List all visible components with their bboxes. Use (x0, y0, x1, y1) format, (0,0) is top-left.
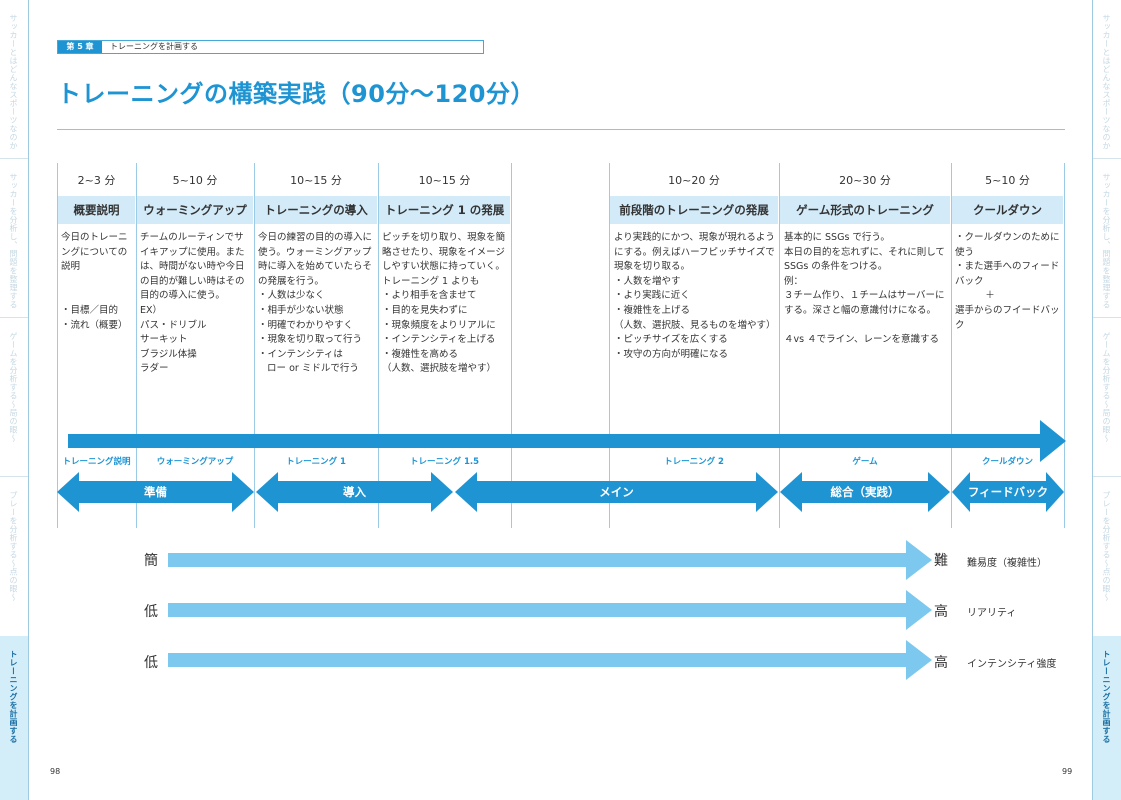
page-title: トレーニングの構築実践（90分～120分） (57, 80, 535, 108)
column-body: チームのルーティンでサ イキアップに使用。また は、時間がない時や今日 の目的が… (140, 232, 245, 375)
page-number-right: 99 (1062, 767, 1073, 776)
scale-end-label: 高 (934, 604, 948, 620)
left-chapter-index: サッカーとはどんなスポーツなのか サッカーを分析し、問題を整理する ゲームを分析… (0, 0, 28, 800)
column-line (378, 163, 379, 528)
scale-start-label: 低 (144, 604, 158, 620)
side-tab-1[interactable]: サッカーとはどんなスポーツなのか (0, 0, 28, 158)
chapter-number: 第 5 章 (58, 41, 102, 53)
phase-arrow: 総合（実践） (780, 472, 950, 512)
difficulty-arrow (168, 540, 932, 580)
side-tab-label: サッカーを分析し、問題を整理する (1102, 173, 1111, 309)
chapter-title: トレーニングを計画する (110, 42, 198, 51)
divider (0, 476, 28, 477)
side-tab-label: トレーニングを計画する (9, 650, 18, 744)
side-tab-4[interactable]: プレーを分析する〜点の眼〜 (1093, 477, 1121, 635)
side-tab-4[interactable]: プレーを分析する〜点の眼〜 (0, 477, 28, 635)
side-tab-label: プレーを分析する〜点の眼〜 (1102, 491, 1111, 602)
side-tab-5-active[interactable]: トレーニングを計画する (0, 636, 28, 800)
training-sublabel: トレーニング 1.5 (409, 457, 480, 467)
column-body: 基本的に SSGs で行う。 本日の目的を忘れずに、それに則して SSGs の条… (784, 232, 945, 346)
training-sublabel: ウォーミングアップ (156, 457, 234, 467)
column-line (1064, 163, 1065, 528)
column-header: クールダウン (952, 196, 1063, 224)
timeline-arrow (68, 420, 1066, 462)
column-header: ウォーミングアップ (137, 196, 253, 224)
column-line (779, 163, 780, 528)
column-line (57, 163, 58, 528)
column-body: ・クールダウンのために 使う ・また選手へのフィード バック ＋ 選手からのフイ… (955, 232, 1060, 331)
training-sublabel: トレーニング 1 (286, 457, 346, 467)
column-line (609, 163, 610, 528)
phase-label: 準備 (144, 485, 167, 499)
column-line (136, 163, 137, 528)
phase-arrow: 準備 (57, 472, 254, 512)
column-header: 概要説明 (58, 196, 135, 224)
phase-label: 総合（実践） (830, 485, 900, 499)
divider (1093, 158, 1121, 159)
side-tab-3[interactable]: ゲームを分析する〜局の眼〜 (1093, 318, 1121, 476)
side-tab-label: サッカーとはどんなスポーツなのか (1102, 14, 1111, 150)
training-sublabel: ゲーム (852, 457, 878, 467)
side-tab-2[interactable]: サッカーを分析し、問題を整理する (0, 159, 28, 317)
side-tab-2[interactable]: サッカーを分析し、問題を整理する (1093, 159, 1121, 317)
column-line (511, 163, 512, 528)
column-duration: 10~20 分 (668, 174, 720, 187)
column-duration: 2~3 分 (77, 174, 116, 187)
training-sublabel: クールダウン (981, 457, 1033, 467)
divider (1093, 476, 1121, 477)
title-rule (57, 129, 1065, 130)
column-duration: 5~10 分 (985, 174, 1030, 187)
phase-label: 導入 (343, 485, 366, 499)
intensity-arrow (168, 640, 932, 680)
training-sublabel: トレーニング説明 (62, 457, 131, 467)
right-chapter-index: サッカーとはどんなスポーツなのか サッカーを分析し、問題を整理する ゲームを分析… (1093, 0, 1121, 800)
side-tab-label: トレーニングを計画する (1102, 650, 1111, 744)
phase-label: メイン (599, 485, 634, 499)
divider (0, 158, 28, 159)
side-tab-label: サッカーとはどんなスポーツなのか (9, 14, 18, 150)
side-tab-1[interactable]: サッカーとはどんなスポーツなのか (1093, 0, 1121, 158)
column-duration: 10~15 分 (290, 174, 342, 187)
side-tab-label: サッカーを分析し、問題を整理する (9, 173, 18, 309)
scale-caption: 難易度（複雑性） (967, 558, 1047, 569)
side-tab-label: ゲームを分析する〜局の眼〜 (1102, 332, 1111, 443)
column-duration: 10~15 分 (418, 174, 471, 187)
side-tab-5-active[interactable]: トレーニングを計画する (1093, 636, 1121, 800)
scale-start-label: 簡 (144, 553, 158, 569)
side-tab-label: ゲームを分析する〜局の眼〜 (9, 332, 18, 443)
column-header: 前段階のトレーニングの発展 (610, 196, 778, 224)
scale-start-label: 低 (144, 655, 158, 671)
column-body: 今日のトレーニ ングについての 説明 ・目標／目的 ・流れ（概要） (61, 232, 128, 331)
chapter-bar: 第 5 章 トレーニングを計画する (57, 40, 484, 54)
reality-arrow (168, 590, 932, 630)
scale-end-label: 高 (934, 655, 948, 671)
column-body: ピッチを切り取り、現象を簡 略させたり、現象をイメージ しやすい状態に持っていく… (382, 232, 506, 375)
phase-label: フィードバック (967, 485, 1049, 499)
side-tab-3[interactable]: ゲームを分析する〜局の眼〜 (0, 318, 28, 476)
column-header: ゲーム形式のトレーニング (780, 196, 950, 224)
scale-end-label: 難 (934, 553, 948, 569)
column-duration: 5~10 分 (172, 174, 218, 187)
column-body: 今日の練習の目的の導入に 使う。ウォーミングアップ 時に導入を始めていたらそ の… (258, 232, 373, 375)
page-number-left: 98 (50, 767, 61, 776)
training-sublabel: トレーニング 2 (664, 457, 724, 467)
column-duration: 20~30 分 (839, 174, 891, 187)
phase-arrow: 導入 (256, 472, 453, 512)
scale-caption: インテンシティ強度 (967, 659, 1057, 670)
page-edge-line (1092, 0, 1093, 800)
scale-caption: リアリティ (967, 608, 1017, 619)
column-line (254, 163, 255, 528)
divider (1093, 317, 1121, 318)
divider (0, 317, 28, 318)
side-tab-label: プレーを分析する〜点の眼〜 (9, 491, 18, 602)
phase-arrow: フィードバック (952, 472, 1064, 512)
column-header: トレーニングの導入 (255, 196, 377, 224)
column-header: トレーニング 1 の発展 (379, 196, 510, 224)
column-body: より実践的にかつ、現象が現れるよう にする。例えばハーフピッチサイズで 現象を切… (614, 232, 776, 360)
page-edge-line (28, 0, 29, 800)
column-line (951, 163, 952, 528)
phase-arrow: メイン (455, 472, 778, 512)
